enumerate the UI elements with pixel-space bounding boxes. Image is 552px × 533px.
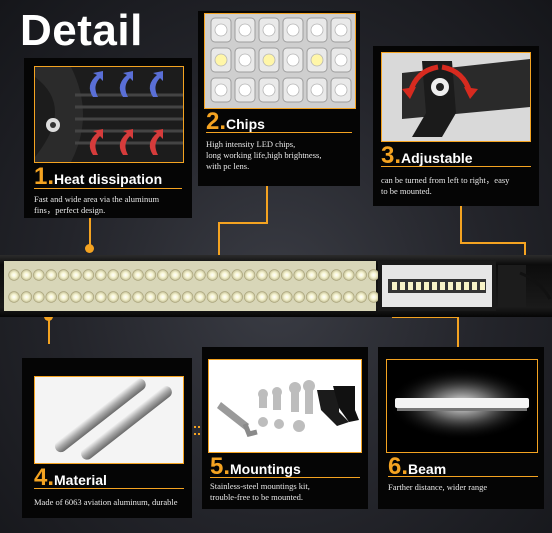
feature-caption-mountings: 5.Mountings (210, 453, 301, 481)
feature-number: 1. (34, 163, 55, 190)
feature-image-beam (386, 359, 538, 453)
caption-underline (388, 476, 538, 477)
caption-underline (34, 488, 184, 489)
feature-description-chips: High intensity LED chips, long working l… (206, 139, 322, 171)
feature-description-material: Made of 6063 aviation aluminum, durable (34, 497, 178, 507)
connector-chips-v2 (218, 222, 220, 280)
feature-panel-beam: 6.Beam Farther distance, wider range (378, 347, 544, 509)
feature-label: Beam (408, 461, 447, 477)
feature-number: 3. (381, 142, 402, 169)
feature-panel-chips: 2.Chips High intensity LED chips, long w… (198, 11, 360, 186)
feature-caption-chips: 2.Chips (206, 108, 265, 136)
feature-image-heat (34, 66, 184, 163)
feature-panel-heat-dissipation: 1.Heat dissipation Fast and wide area vi… (24, 58, 192, 218)
feature-image-material (34, 376, 184, 464)
feature-description-heat: Fast and wide area via the aluminum fins… (34, 194, 160, 215)
connector-beam-h (392, 316, 458, 318)
aluminum-rods-image (35, 377, 183, 463)
connector-dotted-2 (186, 433, 208, 435)
connector-dotted-1 (186, 426, 208, 428)
caption-underline (381, 166, 531, 167)
feature-description-beam: Farther distance, wider range (388, 482, 488, 492)
led-chips-image (205, 14, 355, 108)
feature-image-adjustable (381, 52, 531, 142)
connector-adjust-h (460, 242, 526, 244)
feature-description-mountings: Stainless-steel mountings kit, trouble-f… (210, 481, 310, 502)
caption-underline (34, 188, 182, 189)
light-bar (0, 255, 552, 317)
bracket-image (382, 53, 530, 141)
feature-panel-material: 4.Material Made of 6063 aviation aluminu… (22, 358, 192, 518)
feature-number: 2. (206, 108, 227, 135)
feature-label: Chips (226, 116, 265, 132)
connector-dot-heat (85, 244, 94, 253)
feature-label: Mountings (230, 461, 301, 477)
heat-fins-image (35, 67, 183, 162)
connector-beam-v2 (457, 316, 459, 350)
feature-label: Heat dissipation (54, 171, 163, 187)
feature-number: 6. (388, 453, 409, 480)
feature-number: 5. (210, 453, 231, 480)
mounting-kit-image (209, 360, 361, 452)
beam-image (387, 360, 537, 452)
connector-chips-v (266, 185, 268, 223)
caption-underline (210, 477, 360, 478)
caption-underline (206, 132, 352, 133)
feature-label: Material (54, 472, 107, 488)
page-title: Detail (20, 6, 143, 55)
connector-material (48, 318, 50, 344)
feature-panel-adjustable: 3.Adjustable can be turned from left to … (373, 46, 539, 206)
feature-image-chips (204, 13, 356, 109)
connector-chips-h (218, 222, 268, 224)
connector-adjust-v (460, 205, 462, 243)
feature-caption-adjustable: 3.Adjustable (381, 142, 473, 170)
feature-caption-heat: 1.Heat dissipation (34, 163, 162, 191)
connector-heat (89, 212, 91, 250)
light-bar-leds (4, 261, 552, 311)
feature-label: Adjustable (401, 150, 473, 166)
feature-caption-material: 4.Material (34, 464, 107, 492)
feature-panel-mountings: 5.Mountings Stainless-steel mountings ki… (202, 347, 368, 509)
feature-caption-beam: 6.Beam (388, 453, 446, 481)
feature-image-mountings (208, 359, 362, 453)
feature-description-adjustable: can be turned from left to right，easy to… (381, 175, 510, 196)
feature-number: 4. (34, 464, 55, 491)
